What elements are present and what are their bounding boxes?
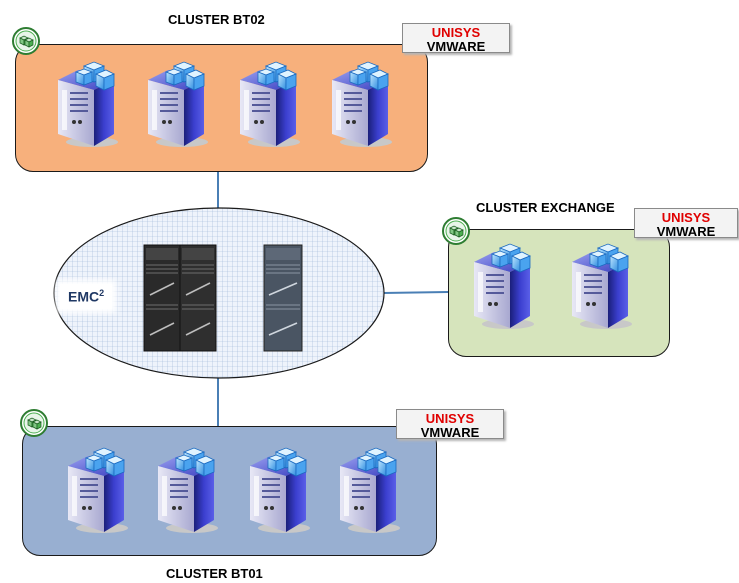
link-storage-exchange <box>382 291 449 294</box>
vmware-cluster-badge-icon <box>12 27 40 55</box>
emc-storage-array-icon <box>263 244 303 352</box>
cluster-bt01-title: CLUSTER BT01 <box>166 566 263 581</box>
platform-name: VMWARE <box>420 425 480 440</box>
vendor-name: UNISYS <box>661 210 711 225</box>
server-tower-icon <box>230 60 304 148</box>
platform-name: VMWARE <box>426 39 486 54</box>
storage-label-text: EMC <box>68 288 100 305</box>
storage-label-sup: 2 <box>99 288 105 298</box>
server-tower-icon <box>322 60 396 148</box>
server-tower-icon <box>138 60 212 148</box>
emc-storage-array-icon <box>143 244 217 352</box>
server-tower-icon <box>240 446 314 534</box>
vendor-name: UNISYS <box>425 411 475 426</box>
server-tower-icon <box>48 60 122 148</box>
server-tower-icon <box>148 446 222 534</box>
storage-label: EMC2 <box>60 284 113 309</box>
server-tower-icon <box>562 242 636 330</box>
vendor-label-bt01: UNISYS VMWARE <box>396 409 504 440</box>
vmware-cluster-badge-icon <box>20 409 48 437</box>
server-tower-icon <box>330 446 404 534</box>
cluster-bt02-title: CLUSTER BT02 <box>168 12 265 27</box>
cluster-exchange-title: CLUSTER EXCHANGE <box>476 200 615 215</box>
server-tower-icon <box>58 446 132 534</box>
server-tower-icon <box>464 242 538 330</box>
vendor-name: UNISYS <box>431 25 481 40</box>
vendor-label-exchange: UNISYS VMWARE <box>634 208 738 239</box>
platform-name: VMWARE <box>656 224 716 239</box>
vendor-label-bt02: UNISYS VMWARE <box>402 23 510 54</box>
vmware-cluster-badge-icon <box>442 217 470 245</box>
